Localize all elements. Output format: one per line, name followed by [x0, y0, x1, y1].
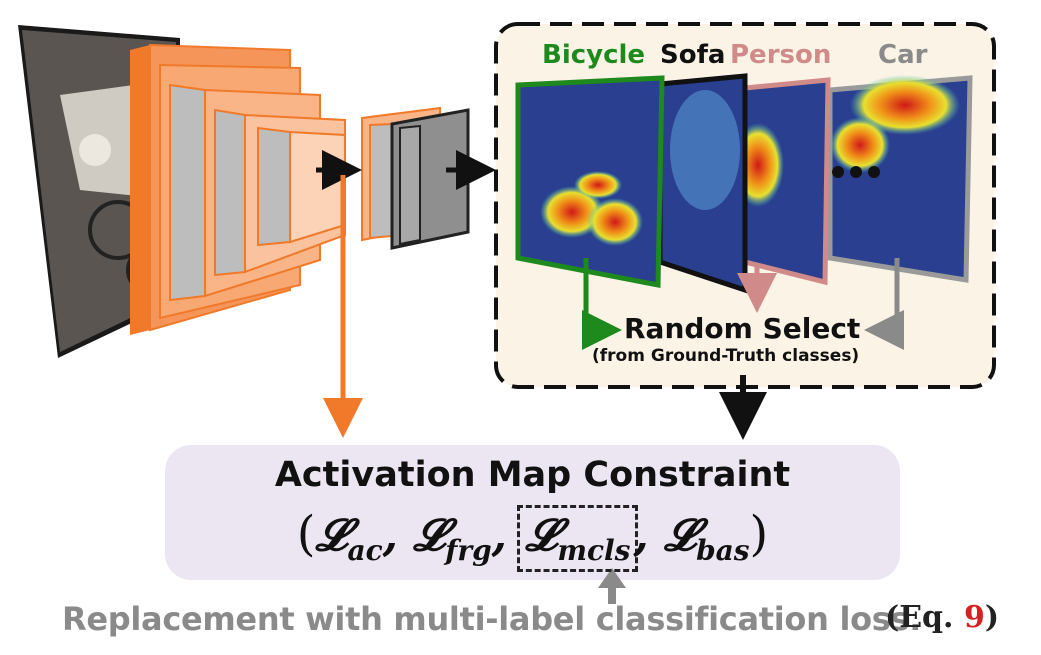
activation-map-bicycle	[515, 75, 665, 289]
class-label-car: Car	[878, 40, 928, 70]
class-label-person: Person	[730, 40, 832, 70]
formula-comma: ,	[633, 510, 649, 561]
arrow-caption-head	[598, 568, 626, 588]
formula-comma: ,	[491, 510, 507, 561]
formula-open-paren: (	[296, 506, 316, 562]
loss-term-mcls: 𝓛mcls	[517, 505, 639, 572]
random-select-title: Random Select	[624, 312, 861, 345]
activation-map-car	[827, 75, 973, 283]
activation-map-sofa	[657, 73, 748, 294]
cnn-encoder	[130, 43, 346, 335]
equation-number: 9	[963, 600, 985, 635]
loss-term-ac: 𝓛ac	[315, 510, 383, 567]
loss-term-bas: 𝓛bas	[664, 510, 750, 567]
constraint-title: Activation Map Constraint	[274, 455, 791, 495]
equation-reference: (Eq. 9)	[885, 600, 1000, 635]
formula-comma: ,	[382, 510, 398, 561]
more-classes-ellipsis	[832, 166, 880, 178]
small-layers	[361, 106, 470, 250]
random-select-subtitle: (from Ground-Truth classes)	[592, 346, 860, 366]
class-label-sofa: Sofa	[660, 40, 726, 70]
constraint-formula: (𝓛ac, 𝓛frg, 𝓛mcls, 𝓛bas)	[165, 505, 900, 572]
constraint-box	[165, 445, 900, 580]
replacement-caption: Replacement with multi-label classificat…	[62, 600, 922, 638]
arrow-bicycle-to-select	[582, 258, 622, 350]
class-label-bicycle: Bicycle	[542, 40, 646, 70]
loss-term-frg: 𝓛frg	[413, 510, 492, 567]
formula-close-paren: )	[749, 506, 769, 562]
arrow-car-to-select	[864, 258, 904, 350]
